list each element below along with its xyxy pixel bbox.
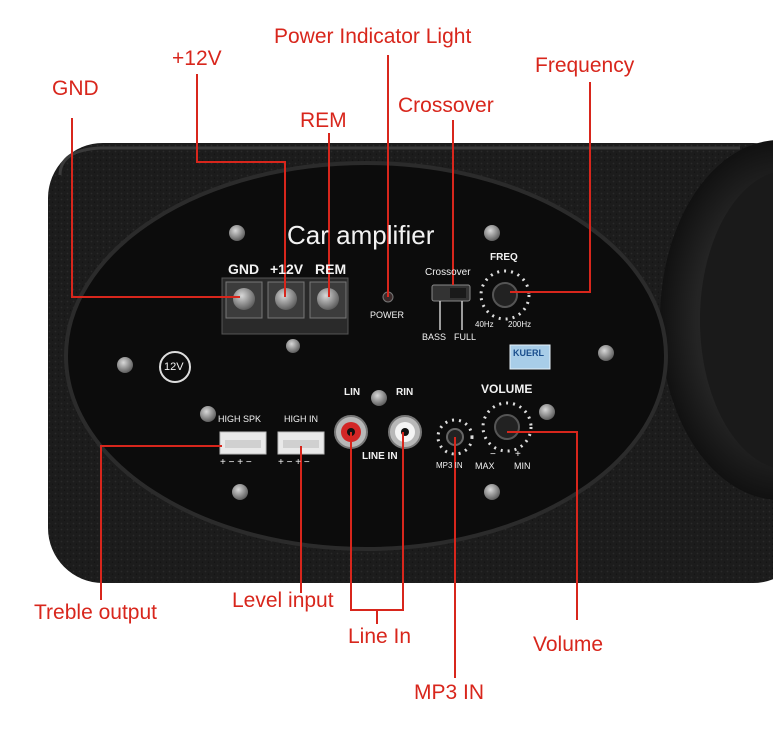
crossover-switch[interactable] (431, 284, 471, 330)
callout-mp3-in: MP3 IN (414, 681, 485, 704)
callout-frequency: Frequency (535, 54, 635, 77)
callout-plus12v: +12V (172, 47, 222, 70)
polarity-high-spk: + − + − (220, 457, 252, 468)
voltage-badge-ring (159, 351, 191, 383)
frequency-leader (510, 82, 591, 293)
callout-rem: REM (300, 109, 347, 132)
high-spk-connector[interactable] (219, 431, 267, 455)
callout-line-in: Line In (348, 625, 412, 648)
panel-label-high-spk: HIGH SPK (218, 414, 262, 424)
brand-label-box (509, 344, 551, 370)
panel-label-gnd: GND (228, 261, 260, 277)
callout-volume: Volume (533, 633, 604, 656)
rca-right-jack[interactable] (388, 415, 422, 449)
panel-label-full: FULL (454, 332, 477, 342)
panel-label-rem: REM (315, 261, 347, 277)
polarity-high-in: + − + − (278, 457, 310, 468)
panel-label-line-in: LINE IN (362, 451, 398, 462)
callout-crossover: Crossover (398, 94, 494, 117)
gnd-leader (71, 118, 240, 298)
panel-title: Car amplifier (287, 220, 435, 250)
panel-label-plus: + (515, 449, 521, 460)
frequency-knob[interactable] (479, 269, 531, 321)
panel-label-freq: FREQ (490, 252, 518, 263)
panel-label-volume: VOLUME (481, 382, 533, 396)
callout-treble-output: Treble output (34, 601, 157, 624)
panel-label-power: POWER (370, 310, 405, 320)
callout-lines (71, 55, 591, 678)
panel-label-200hz: 200Hz (508, 320, 532, 329)
brand-label: KUERL (513, 348, 544, 358)
panel-label-bass: BASS (422, 332, 447, 342)
panel-label-minus: − (490, 449, 496, 460)
callout-power-indicator: Power Indicator Light (274, 25, 472, 48)
panel-label-min: MIN (514, 461, 531, 471)
panel-label-plus12v: +12V (270, 261, 304, 277)
panel-label-high-in: HIGH IN (284, 414, 319, 424)
panel-label-40hz: 40Hz (475, 320, 494, 329)
plus12v-leader (196, 74, 286, 297)
panel-label-lin: LIN (344, 387, 361, 398)
callout-level-input: Level input (232, 589, 334, 612)
panel-label-max: MAX (475, 461, 495, 471)
callout-gnd: GND (52, 77, 99, 100)
bass-port-inner (700, 172, 773, 468)
voltage-badge: 12V (164, 361, 184, 373)
panel-label-crossover: Crossover (425, 267, 471, 278)
panel-label-rin: RIN (396, 387, 414, 398)
panel-label-mp3-in: MP3 IN (436, 461, 463, 470)
volume-leader (507, 431, 578, 620)
panel-screws (117, 225, 614, 500)
treble-leader (100, 445, 222, 600)
control-panel (64, 161, 668, 551)
